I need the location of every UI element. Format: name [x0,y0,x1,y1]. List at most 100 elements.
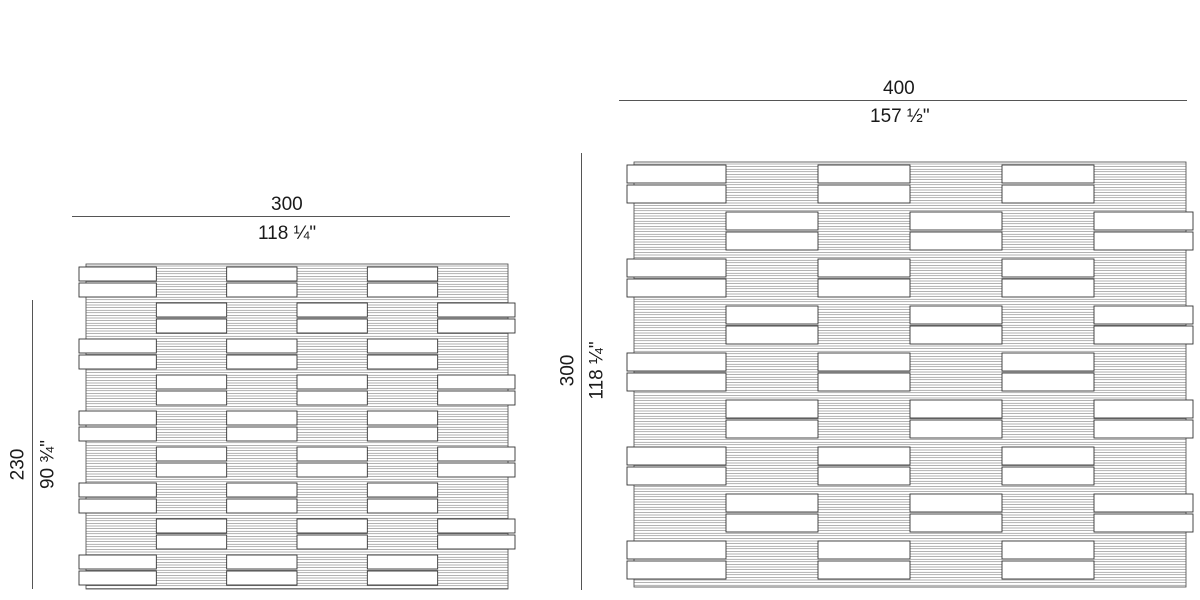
small-panel-block [366,410,439,426]
small-panel-block [155,390,228,406]
large-panel-block [725,493,819,513]
small-height-line [32,300,33,589]
small-panel-block [226,426,298,442]
large-width-line [619,100,1187,101]
small-panel-block [155,302,228,318]
small-panel-block [226,410,298,426]
large-panel-block [909,419,1003,439]
small-panel-block [78,338,157,354]
large-panel-block [817,540,911,560]
small-panel-block [78,282,157,298]
small-panel-block [226,282,298,298]
large-panel-block [1001,278,1095,298]
large-panel-block [909,305,1003,325]
large-panel-block [817,446,911,466]
small-panel-block [155,374,228,390]
large-panel-block [725,305,819,325]
large-panel-block [817,258,911,278]
large-panel-block [909,513,1003,533]
large-panel-block [626,540,727,560]
small-panel-block [155,318,228,334]
small-panel-block [78,354,157,370]
small-panel-block [226,338,298,354]
small-panel-block [78,570,157,586]
large-panel-block [1001,352,1095,372]
large-panel-block [725,419,819,439]
small-panel-block [296,318,368,334]
small-panel-block [437,462,516,478]
large-panel-block [909,325,1003,345]
large-panel-block [909,493,1003,513]
small-panel-block [366,570,439,586]
large-panel-block [725,231,819,251]
large-panel-block [1001,466,1095,486]
large-panel-block [626,466,727,486]
large-panel-block [1001,184,1095,204]
small-panel-block [366,282,439,298]
small-panel-block [155,534,228,550]
small-panel-block [437,446,516,462]
large-panel-blocks [626,164,1194,580]
small-panel-block [226,554,298,570]
large-panel-block [817,278,911,298]
small-panel-block [155,446,228,462]
large-panel-block [1093,419,1194,439]
large-panel-block [626,560,727,580]
small-panel-block [226,570,298,586]
large-panel-block [1093,399,1194,419]
large-panel-block [626,258,727,278]
small-panel-block [296,390,368,406]
small-panel-block [296,518,368,534]
small-panel-block [78,498,157,514]
small-panel-block [226,266,298,282]
small-panel-block [296,302,368,318]
small-panel-block [155,518,228,534]
small-panel-block [296,534,368,550]
large-panel-block [725,211,819,231]
small-panel-block [437,302,516,318]
small-panel-block [155,462,228,478]
large-width-in: 157 ½" [870,106,930,127]
large-panel-block [626,352,727,372]
small-panel-block [366,426,439,442]
large-panel-block [626,372,727,392]
large-panel-block [1093,513,1194,533]
small-panel-block [366,498,439,514]
large-panel-block [817,466,911,486]
small-panel-block [78,426,157,442]
large-panel-block [1001,164,1095,184]
large-panel-block [1001,372,1095,392]
small-panel-block [437,318,516,334]
small-panel-block [226,498,298,514]
large-height-line [581,153,582,590]
large-panel-block [817,560,911,580]
small-panel-block [296,374,368,390]
large-panel-block [626,184,727,204]
small-panel-block [437,534,516,550]
large-panel-block [817,164,911,184]
large-panel-block [909,231,1003,251]
large-panel-block [725,399,819,419]
small-panel-block [296,462,368,478]
large-panel-block [725,513,819,533]
small-panel-block [366,482,439,498]
large-panel-block [626,278,727,298]
small-panel-block [226,354,298,370]
large-panel-drawing [626,161,1194,588]
large-panel-block [1093,493,1194,513]
large-panel-block [817,372,911,392]
large-panel-block [626,164,727,184]
large-panel-block [1093,305,1194,325]
large-panel-block [1093,231,1194,251]
small-panel-block [78,554,157,570]
small-panel-block [226,482,298,498]
small-panel-drawing [78,263,516,590]
large-panel-block [1093,211,1194,231]
small-panel-blocks [78,266,516,586]
small-width-in: 118 ¼" [258,223,317,244]
small-width-cm: 300 [271,194,303,215]
large-width-cm: 400 [883,78,915,99]
large-panel-block [626,446,727,466]
small-panel-block [437,518,516,534]
